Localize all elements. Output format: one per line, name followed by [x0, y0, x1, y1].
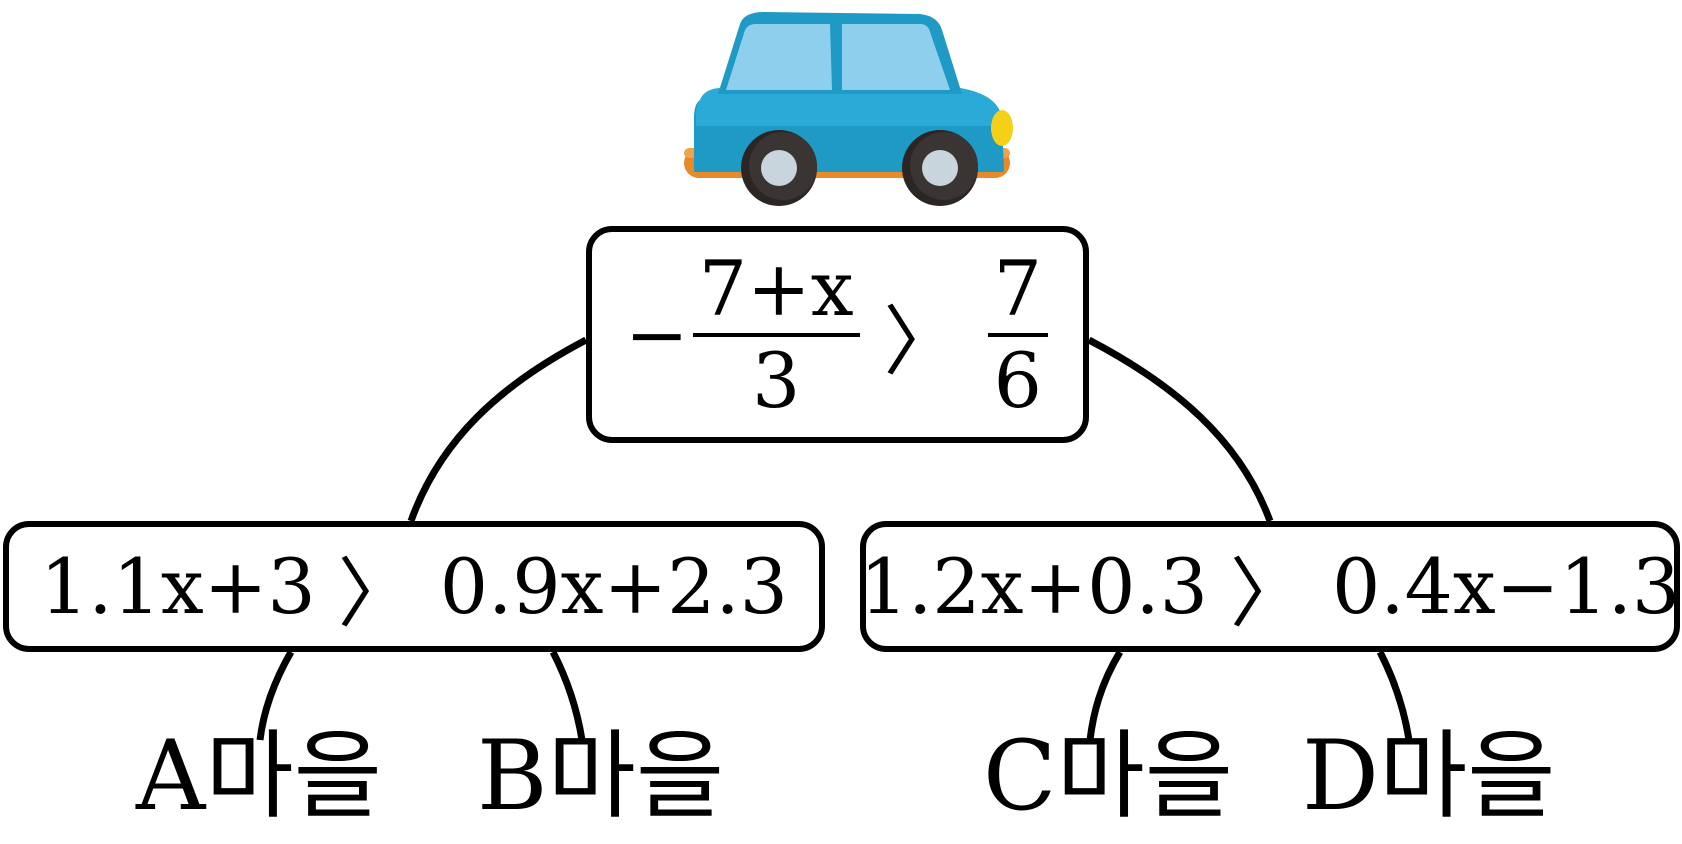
root-inequality: − 7+x 3 〉 7 6 — [625, 250, 1050, 425]
left-operator: 〉 — [337, 548, 414, 638]
right-lhs: 1.2x+0.3 — [859, 542, 1208, 631]
root-lhs-fraction: 7+x 3 — [692, 250, 860, 425]
connector-left-b — [549, 650, 586, 741]
root-minus-sign: − — [625, 290, 689, 379]
connector-root-right — [1087, 336, 1274, 523]
leaf-village-c: C마을 — [983, 720, 1234, 832]
left-rhs: 0.9x+2.3 — [439, 542, 789, 631]
right-inequality: 1.2x+0.3 〉 0.4x−1.3 — [860, 532, 1681, 642]
root-rhs-denominator: 6 — [993, 335, 1042, 425]
root-lhs-numerator: 7+x — [692, 250, 860, 337]
root-inequality-box: − 7+x 3 〉 7 6 — [586, 226, 1089, 443]
left-inequality-box: 1.1x+3 〉 0.9x+2.3 — [3, 521, 825, 652]
root-rhs-fraction: 7 6 — [987, 250, 1048, 425]
right-operator: 〉 — [1230, 548, 1306, 638]
right-rhs: 0.4x−1.3 — [1332, 542, 1681, 631]
leaf-village-a: A마을 — [136, 720, 382, 832]
left-lhs: 1.1x+3 — [39, 542, 316, 631]
root-operator: 〉 — [883, 296, 960, 386]
left-inequality: 1.1x+3 〉 0.9x+2.3 — [40, 532, 788, 642]
car-icon — [684, 12, 1013, 206]
leaf-village-b: B마을 — [477, 720, 725, 832]
root-lhs-denominator: 3 — [751, 335, 801, 425]
connector-root-left — [407, 336, 588, 523]
connector-left-a — [256, 650, 295, 741]
right-inequality-box: 1.2x+0.3 〉 0.4x−1.3 — [860, 521, 1680, 652]
leaf-village-d: D마을 — [1302, 720, 1556, 832]
connector-right-c — [1086, 650, 1123, 741]
connector-right-d — [1376, 650, 1413, 741]
root-rhs-numerator: 7 — [987, 250, 1048, 337]
